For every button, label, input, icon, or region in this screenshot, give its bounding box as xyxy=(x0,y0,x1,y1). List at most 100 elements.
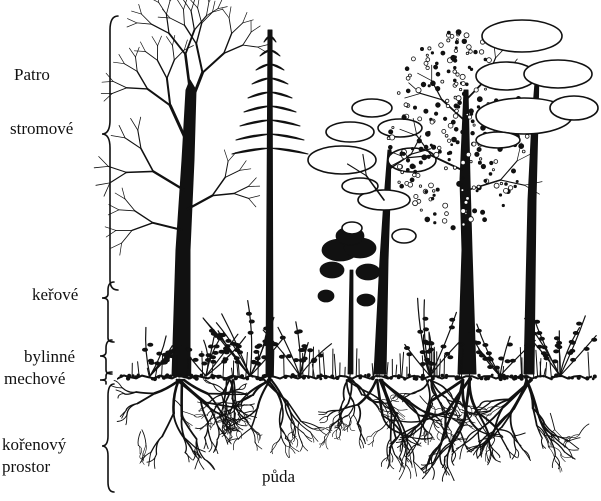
tree-branch xyxy=(206,0,209,2)
leaf-dot xyxy=(466,52,468,54)
tree-branch xyxy=(152,37,158,46)
leaf-dot xyxy=(426,58,430,62)
leaf-dot xyxy=(447,39,450,42)
leaf-dot xyxy=(456,141,459,144)
leaf-dot xyxy=(469,50,473,54)
leaf-dot xyxy=(494,183,499,188)
root xyxy=(271,380,285,403)
tree-branch xyxy=(167,0,170,1)
root xyxy=(326,439,328,449)
leaf-dot xyxy=(428,47,431,50)
leaf-dot xyxy=(429,183,434,188)
tree-branch xyxy=(102,81,113,82)
leaf-dot xyxy=(410,164,415,169)
leaf-dot xyxy=(474,88,478,92)
shrub-leaf xyxy=(459,343,464,346)
root xyxy=(154,454,156,468)
root xyxy=(138,432,141,446)
herb-stem xyxy=(525,356,526,377)
leaf-dot xyxy=(433,194,435,196)
tree-branch xyxy=(209,0,214,2)
leaf-dot xyxy=(505,183,508,186)
leaf-dot xyxy=(525,135,529,139)
leaf-dot xyxy=(414,170,417,173)
tree-branch xyxy=(145,52,157,61)
moss-tuft xyxy=(480,377,483,380)
leaf-dot xyxy=(477,185,480,188)
moss-tuft xyxy=(223,378,226,381)
tree-branch xyxy=(248,178,256,187)
root xyxy=(420,396,429,405)
leaf-dot xyxy=(451,55,456,60)
moss-tuft xyxy=(324,375,327,378)
tree-branch xyxy=(135,211,153,223)
shrub-leaf xyxy=(426,350,431,353)
leaf-dot xyxy=(437,146,441,150)
shrub-leaf xyxy=(584,348,589,351)
tree-branch xyxy=(196,44,202,73)
tree-branch xyxy=(142,14,152,24)
leaf-dot xyxy=(462,92,466,96)
moss-tuft xyxy=(499,377,502,380)
leaf-dot xyxy=(425,190,427,192)
leaf-dot xyxy=(448,158,450,160)
root xyxy=(136,392,155,393)
shrub-leaf xyxy=(231,342,236,345)
root xyxy=(460,444,465,460)
leaf-dot xyxy=(470,160,472,162)
tree-branch xyxy=(243,12,247,23)
leaf-dot xyxy=(454,127,458,131)
tree-branch xyxy=(229,18,232,34)
moss-tuft xyxy=(211,374,214,377)
shrub-leaf xyxy=(499,357,504,360)
moss-tuft xyxy=(365,375,367,377)
leaf-dot xyxy=(398,181,400,183)
bracket-tree-layer xyxy=(102,16,118,290)
label-bylinne: bylinné xyxy=(24,346,75,367)
tall-pine-crown-cloud xyxy=(476,132,520,148)
leaf-dot xyxy=(460,74,465,79)
shrub-leaf xyxy=(557,342,562,345)
leaf-dot xyxy=(433,213,436,216)
tree-branch xyxy=(166,1,170,14)
leaf-dot xyxy=(477,147,481,151)
leaf-dot xyxy=(479,158,481,160)
leaf-dot xyxy=(406,89,410,93)
leaf-dot xyxy=(405,67,409,71)
leaf-dot xyxy=(478,161,481,164)
tree-branch xyxy=(239,169,250,171)
shrub-leaf xyxy=(428,342,433,345)
leaf-dot xyxy=(455,47,457,49)
leaf-dot xyxy=(477,97,482,102)
shrub-leaf xyxy=(209,345,214,348)
pine-crown-cloud xyxy=(352,99,392,117)
leaf-dot xyxy=(425,217,430,222)
shrub-leaf xyxy=(264,343,269,346)
leaf-dot xyxy=(427,155,430,158)
root xyxy=(311,432,314,442)
moss-tuft xyxy=(157,376,160,379)
root xyxy=(432,466,435,479)
pine-crown-cloud xyxy=(342,178,378,194)
herb-stem xyxy=(187,359,188,377)
leaf-dot xyxy=(417,139,421,143)
moss-tuft xyxy=(302,376,305,379)
tree-branch xyxy=(129,48,135,57)
leaf-dot xyxy=(468,217,473,222)
tree-branch xyxy=(203,53,224,72)
leaf-dot xyxy=(418,117,422,121)
shrub-leaf xyxy=(441,345,446,348)
leaf-dot xyxy=(422,155,427,160)
root xyxy=(233,439,239,450)
leaf-dot xyxy=(476,190,478,192)
shrub-leaf xyxy=(224,351,229,354)
leaf-dot xyxy=(430,120,434,124)
tree-branch xyxy=(159,2,167,14)
moss-tuft xyxy=(120,375,122,377)
root xyxy=(468,406,472,411)
leaf-dot xyxy=(479,50,483,54)
moss-tuft xyxy=(348,378,350,380)
tree-branch xyxy=(108,166,126,172)
leaf-dot xyxy=(434,112,437,115)
leaf-dot xyxy=(432,190,435,193)
